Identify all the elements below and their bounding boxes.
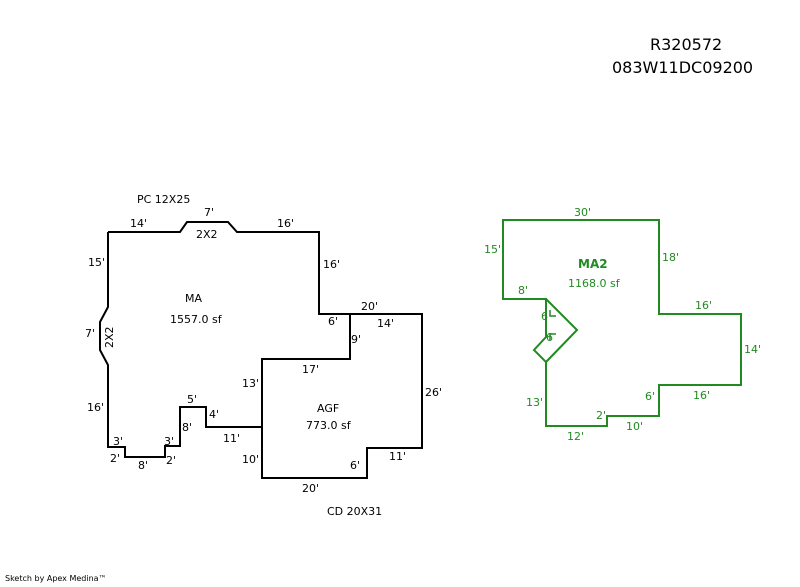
dim-label: 6' [350,459,360,472]
dim-label: 14' [130,217,147,230]
dim-label: 6 [541,310,548,323]
dim-label: 14' [377,317,394,330]
dim-label: 14' [744,343,761,356]
dim-label: 11' [389,450,406,463]
dim-label: 7' [204,206,214,219]
dim-label: 10' [626,420,643,433]
bump-top-label: 2X2 [196,228,218,241]
dim-label: 16' [695,299,712,312]
dim-label: 18' [662,251,679,264]
dim-label: 16' [87,401,104,414]
dim-label: 2' [596,409,606,422]
dim-label: 8' [138,459,148,472]
ma2-notch [545,298,579,363]
dim-label: 8' [518,284,528,297]
dim-label: 11' [223,432,240,445]
dim-label: 6' [328,315,338,328]
dim-label: 3' [113,435,123,448]
ma2-name: MA2 [578,257,608,271]
dim-label: 15' [88,256,105,269]
bump-left-label: 2X2 [103,326,116,348]
dim-label: 13' [242,377,259,390]
dim-label: 16' [693,389,710,402]
ma-outline [99,221,351,458]
dim-label: 6 [546,331,553,344]
ma-area: 1557.0 sf [170,313,223,326]
dim-label: 16' [323,258,340,271]
dim-label: 10' [242,453,259,466]
ma-name: MA [185,292,202,305]
dim-label: 20' [302,482,319,495]
ma2-area: 1168.0 sf [568,277,621,290]
dim-label: 8' [182,421,192,434]
dim-label: 17' [302,363,319,376]
agf-name: AGF [317,402,339,415]
dim-label: 16' [277,217,294,230]
map-number: 083W11DC09200 [612,58,754,77]
deck-label: CD 20X31 [327,505,382,518]
angle-marker [549,310,556,317]
dim-label: 13' [526,396,543,409]
dim-label: 2' [110,452,120,465]
dim-label: 9' [351,333,361,346]
dim-label: 26' [425,386,442,399]
dim-label: 2' [166,454,176,467]
dim-label: 12' [567,430,584,443]
parcel-id: R320572 [650,35,723,54]
dim-label: 7' [85,327,95,340]
agf-area: 773.0 sf [306,419,352,432]
dim-label: 5' [187,393,197,406]
dim-label: 30' [574,206,591,219]
footer-credit: Sketch by Apex Medina™ [5,574,107,583]
dim-label: 15' [484,243,501,256]
dim-label: 4' [209,408,219,421]
dim-label: 3' [164,435,174,448]
agf-outline [261,313,423,479]
ma2-outline [502,219,742,427]
angle-marker [549,333,556,340]
porch-label: PC 12X25 [137,193,190,206]
dim-label: 6' [645,390,655,403]
dim-label: 20' [361,300,378,313]
